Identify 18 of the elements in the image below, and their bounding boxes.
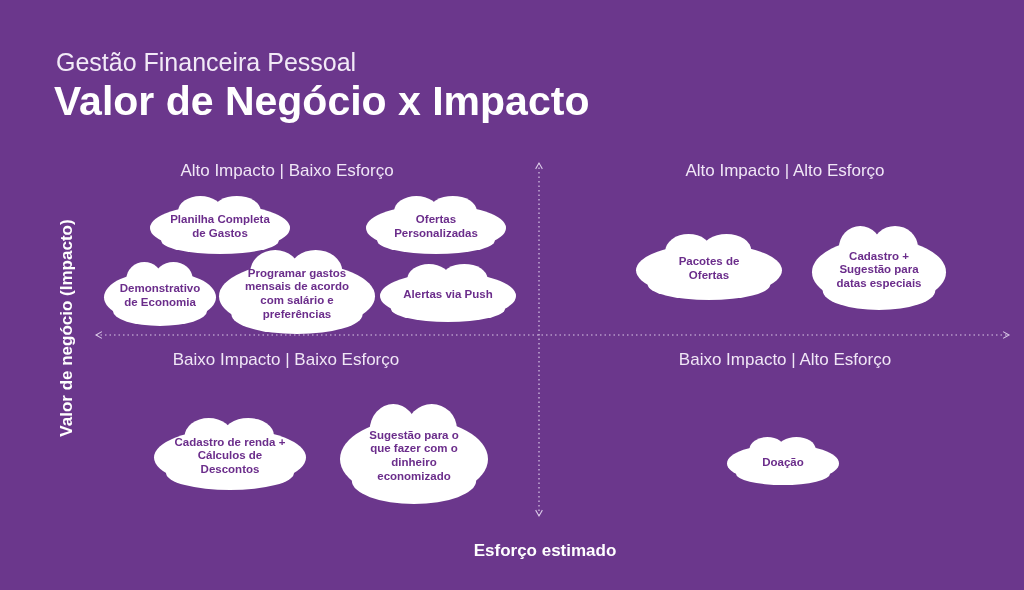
cloud-label: Cadastro de renda + Cálculos de Descontos <box>173 435 287 477</box>
cloud-label: Cadastro + Sugestão para datas especiais <box>835 249 923 291</box>
quadrant-label: Alto Impacto | Baixo Esforço <box>179 161 395 181</box>
title: Valor de Negócio x Impacto <box>54 78 590 125</box>
cloud-label: Programar gastos mensais de acordo com salário e preferências <box>243 266 351 322</box>
quadrant-label: Baixo Impacto | Alto Esforço <box>677 350 893 370</box>
quadrant-label: Alto Impacto | Alto Esforço <box>684 161 886 181</box>
cloud-label: Sugestão para o que fazer com o dinheiro economizado <box>368 428 460 484</box>
cloud-label: Alertas via Push <box>402 288 494 302</box>
cloud-label: Pacotes de Ofertas <box>677 255 741 283</box>
subtitle: Gestão Financeira Pessoal <box>56 48 357 77</box>
cloud-label: Doação <box>761 456 805 470</box>
cloud-label: Planilha Completa de Gastos <box>169 213 271 241</box>
axis-label: Valor de negócio (Impacto) <box>57 219 77 437</box>
axis-label: Esforço estimado <box>473 541 617 561</box>
quadrant-label: Baixo Impacto | Baixo Esforço <box>171 350 401 370</box>
cloud-label: Demonstrativo de Economia <box>118 282 202 310</box>
cloud-label: Ofertas Personalizadas <box>393 213 479 241</box>
